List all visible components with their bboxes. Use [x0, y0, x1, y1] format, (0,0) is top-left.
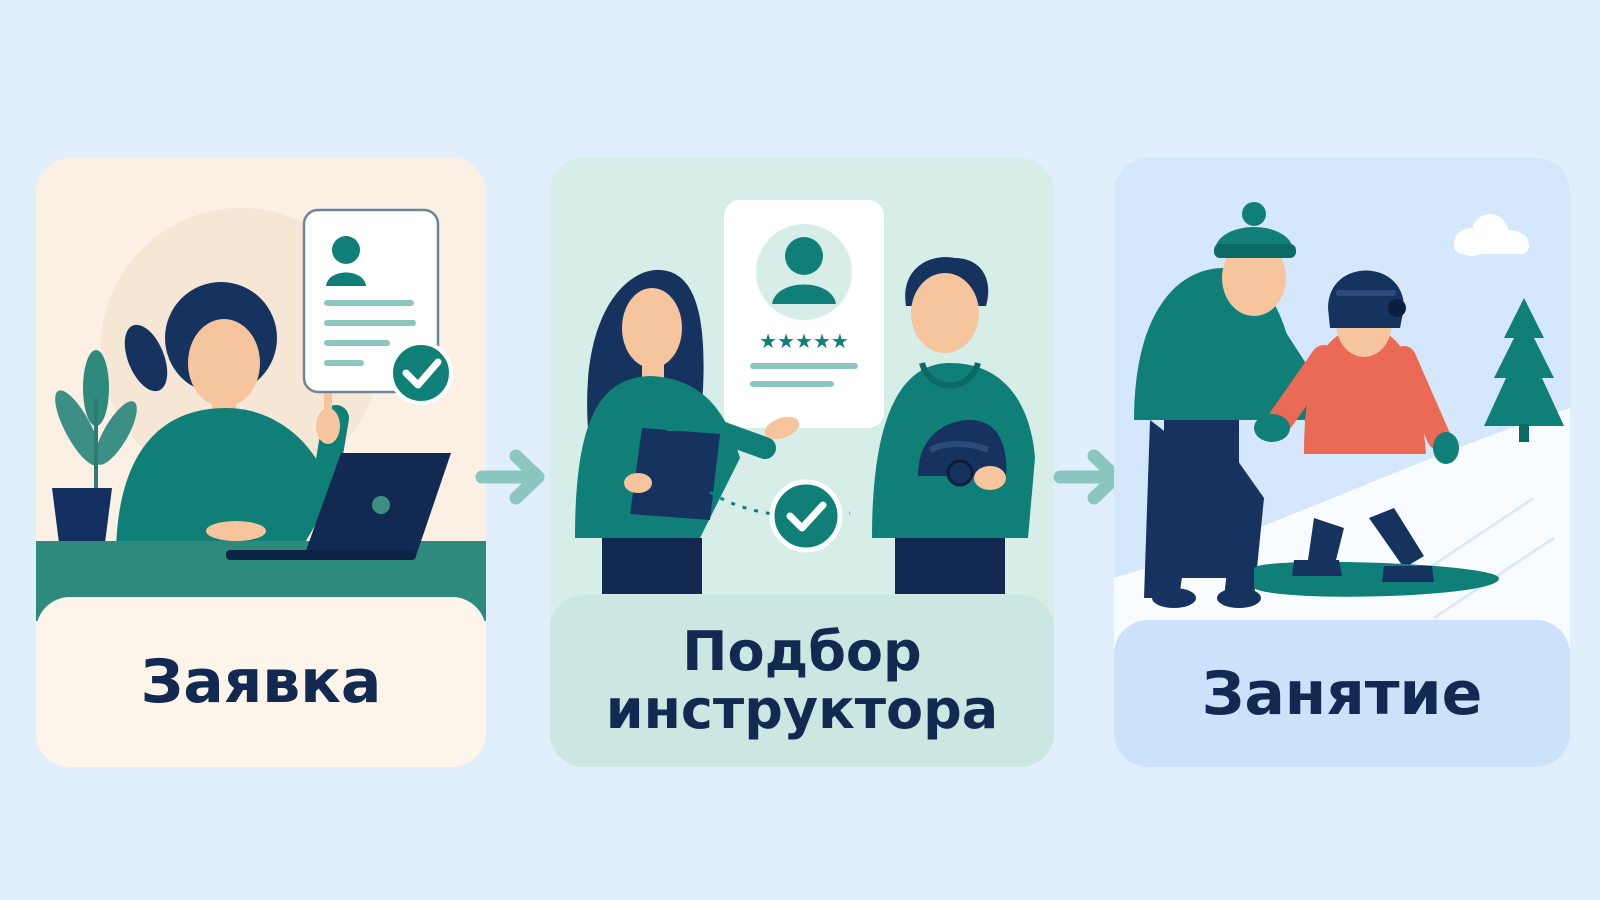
instructor-profile-icon	[724, 200, 884, 428]
step-label-panel: Подбор инструктора	[550, 595, 1054, 767]
laptop-icon	[226, 453, 451, 560]
checkmark-badge-icon	[389, 341, 453, 405]
application-illustration	[36, 208, 486, 621]
step-label: Подбор инструктора	[605, 619, 999, 741]
instructor-figure	[1134, 202, 1335, 608]
potted-plant-icon	[52, 350, 137, 543]
step-label: Занятие	[1201, 658, 1483, 729]
svg-text:★★★★★: ★★★★★	[759, 329, 849, 353]
rating-stars-icon: ★★★★★	[759, 329, 849, 353]
helmet-icon	[918, 420, 1007, 490]
instructor-matching-illustration: ★★★★★	[575, 200, 1035, 594]
step-card-instructor-matching: ★★★★★	[550, 158, 1054, 767]
clipboard-icon	[624, 422, 720, 520]
child-figure	[1254, 270, 1459, 588]
step-label-panel: Заявка	[36, 597, 486, 767]
step-card-application: Заявка	[36, 158, 486, 767]
step-label-panel: Занятие	[1114, 620, 1570, 767]
arrow-right-icon	[475, 449, 545, 505]
snowboard-icon	[1254, 560, 1500, 597]
applicant-figure	[116, 282, 349, 558]
pine-tree-icon	[1484, 298, 1564, 442]
cloud-icon	[1454, 214, 1529, 256]
step-label: Заявка	[140, 647, 382, 717]
step-card-lesson: Занятие	[1114, 158, 1570, 767]
checkmark-badge-icon	[769, 479, 843, 553]
